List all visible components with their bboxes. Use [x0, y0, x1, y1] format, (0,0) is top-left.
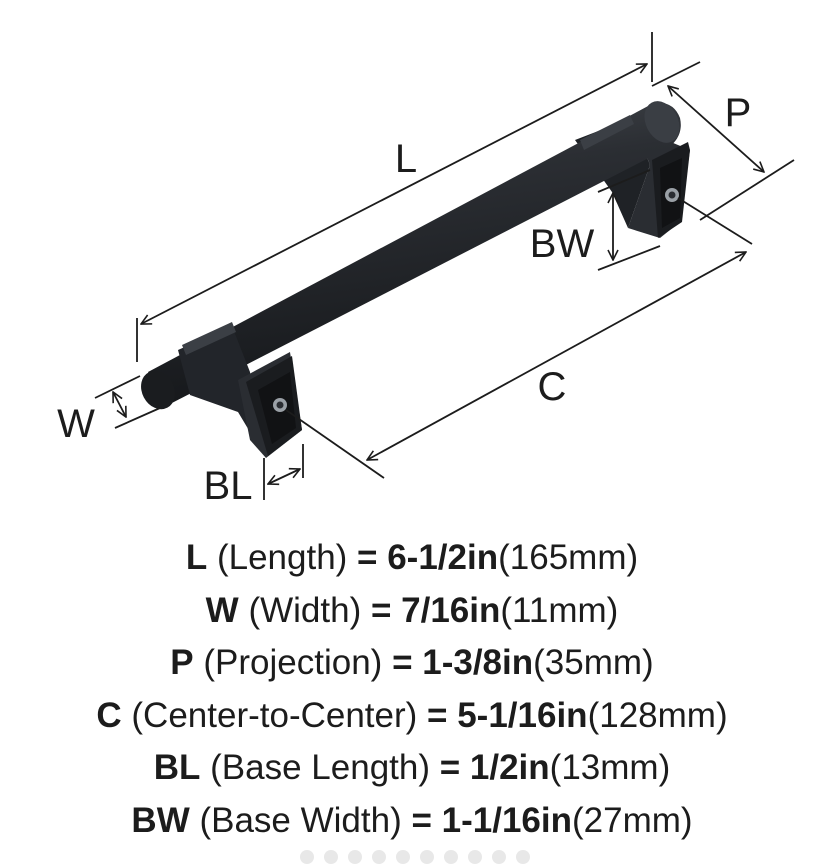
projection-extension-top	[651, 61, 701, 87]
center-to-center-label: C	[538, 365, 567, 409]
spec-metric: (35mm)	[533, 643, 654, 682]
spec-name: (Base Width)	[189, 800, 412, 840]
width-dimension-line	[113, 392, 126, 417]
spec-abbr: BL	[153, 748, 201, 787]
handle-dimension-diagram: L P BW W BL C	[57, 32, 795, 508]
spec-abbr: BW	[131, 800, 190, 840]
carousel-dot[interactable]	[492, 850, 506, 864]
base-length-label: BL	[204, 464, 253, 508]
spec-abbr: P	[170, 643, 194, 682]
spec-name: (Center-to-Center)	[121, 695, 428, 735]
center-leader-left	[285, 409, 385, 479]
carousel-dot[interactable]	[516, 850, 530, 864]
carousel-dot[interactable]	[444, 850, 458, 864]
base-width-label: BW	[530, 222, 595, 266]
spec-equals: =	[439, 748, 470, 787]
spec-row-base-width: BW (Base Width) = 1-1/16in(27mm)	[0, 795, 824, 848]
specification-list: L (Length) = 6-1/2in(165mm) W (Width) = …	[0, 532, 824, 847]
spec-metric: (11mm)	[500, 590, 619, 630]
center-leader-right	[677, 197, 753, 245]
base-width-extension-bottom	[597, 245, 661, 271]
dimension-lines	[94, 32, 795, 500]
spec-equals: =	[411, 800, 442, 840]
carousel-dot[interactable]	[468, 850, 482, 864]
spec-imperial: 5-1/16in	[457, 695, 588, 735]
projection-extension-bottom	[699, 159, 795, 221]
width-extension-top	[94, 375, 141, 399]
projection-dimension-line	[668, 86, 764, 172]
spec-imperial: 1-3/8in	[422, 643, 534, 682]
spec-imperial: 6-1/2in	[387, 538, 499, 577]
spec-equals: =	[357, 538, 388, 577]
spec-imperial: 7/16in	[401, 590, 501, 630]
length-dimension-line	[141, 64, 647, 324]
spec-row-projection: P (Projection) = 1-3/8in(35mm)	[0, 637, 824, 690]
projection-label: P	[725, 91, 752, 135]
carousel-dot[interactable]	[396, 850, 410, 864]
spec-metric: (27mm)	[572, 800, 693, 840]
spec-abbr: L	[185, 538, 208, 577]
spec-metric: (128mm)	[587, 695, 728, 735]
spec-imperial: 1/2in	[469, 748, 550, 787]
spec-metric: (13mm)	[549, 748, 671, 787]
spec-name: (Width)	[238, 590, 371, 630]
spec-name: (Projection)	[193, 643, 393, 682]
base-width-extension-top	[597, 169, 651, 193]
base-length-dimension-line	[268, 469, 300, 484]
carousel-dot[interactable]	[420, 850, 434, 864]
spec-row-base-length: BL (Base Length) = 1/2in(13mm)	[0, 742, 824, 795]
length-label: L	[395, 137, 417, 181]
spec-equals: =	[392, 643, 423, 682]
spec-imperial: 1-1/16in	[441, 800, 572, 840]
carousel-dot[interactable]	[348, 850, 362, 864]
spec-metric: (165mm)	[498, 538, 639, 577]
width-label: W	[57, 402, 95, 446]
spec-row-width: W (Width) = 7/16in(11mm)	[0, 585, 824, 638]
spec-row-length: L (Length) = 6-1/2in(165mm)	[0, 532, 824, 585]
spec-abbr: C	[96, 695, 122, 735]
spec-row-center-to-center: C (Center-to-Center) = 5-1/16in(128mm)	[0, 690, 824, 743]
spec-name: (Base Length)	[200, 748, 440, 787]
center-dimension-line	[367, 252, 746, 460]
carousel-dots	[300, 850, 530, 864]
carousel-dot[interactable]	[324, 850, 338, 864]
spec-abbr: W	[205, 590, 239, 630]
left-post	[178, 322, 302, 458]
carousel-dot[interactable]	[372, 850, 386, 864]
width-extension-bottom	[114, 407, 161, 429]
carousel-dot[interactable]	[300, 850, 314, 864]
spec-equals: =	[370, 590, 402, 630]
spec-equals: =	[427, 695, 458, 735]
spec-name: (Length)	[207, 538, 358, 577]
